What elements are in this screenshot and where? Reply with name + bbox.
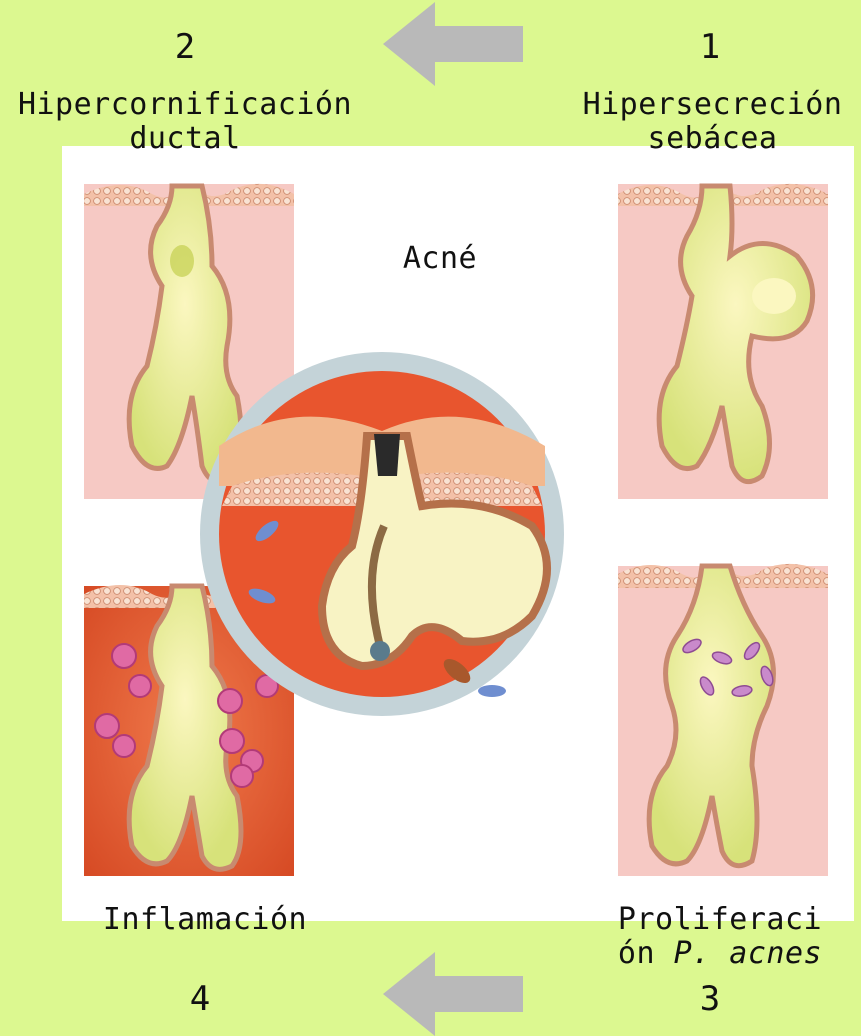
step-4-label: Inflamación [70,903,340,937]
panel-top-right [618,184,828,499]
step-3-label-line2-prefix: ón [618,936,655,971]
step-3-label-line2: ón P. acnes [585,937,855,971]
center-label: Acné [380,242,500,276]
step-1-label-line2: sebácea [575,122,850,156]
step-1-label: Hipersecreción sebácea [575,88,850,156]
step-2-number: 2 [165,28,205,66]
step-4-number: 4 [180,980,220,1018]
step-3-label: Proliferaci ón P. acnes [585,903,855,971]
step-2-label-line1: Hipercornificación [5,88,365,122]
step-2-label: Hipercornificación ductal [5,88,365,156]
step-2-label-line2: ductal [5,122,365,156]
step-1-number: 1 [690,28,730,66]
step-1-label-line1: Hipersecreción [575,88,850,122]
center-cross-section [200,352,564,716]
step-3-number: 3 [690,980,730,1018]
step-3-label-line1: Proliferaci [585,903,855,937]
arrow-left-icon [383,2,523,86]
p-acnes-italic: P. acnes [674,936,823,971]
panel-bottom-right [618,564,828,876]
arrow-left-icon [383,952,523,1036]
